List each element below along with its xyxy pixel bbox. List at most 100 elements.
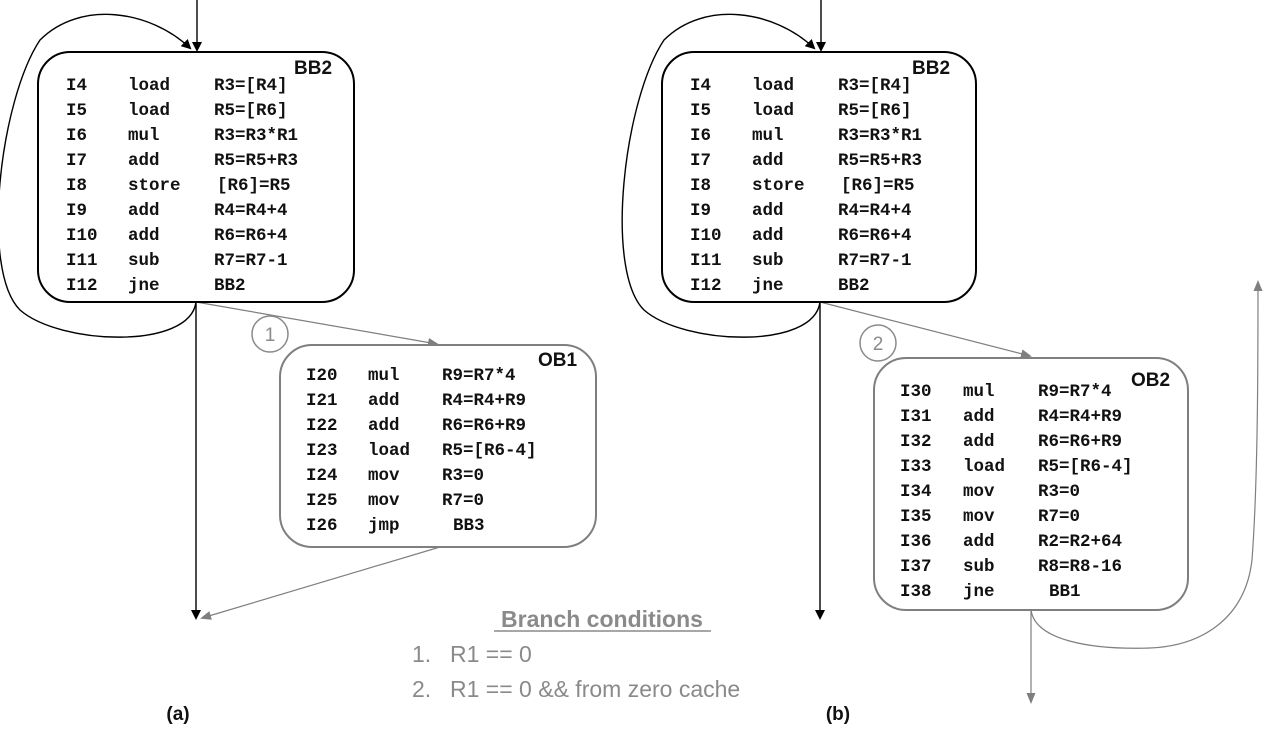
diagram-b: 2 BB2 I4 load R3=[R4] I5 load R5=[R6] I6… bbox=[621, 0, 1263, 725]
instr-arg: BB2 bbox=[838, 276, 870, 296]
instr-id: I5 bbox=[66, 101, 87, 121]
instr-arg: R7=0 bbox=[1038, 507, 1080, 527]
instr-op: mul bbox=[963, 382, 995, 402]
instr-op: add bbox=[128, 151, 160, 171]
instr-arg: R8=R8-16 bbox=[1038, 557, 1122, 577]
bb2-title-a: BB2 bbox=[294, 58, 332, 79]
ob2-branch-edge bbox=[1030, 280, 1263, 649]
instr-id: I9 bbox=[690, 201, 711, 221]
caption-b: (b) bbox=[826, 704, 850, 725]
instr-op: mul bbox=[368, 366, 400, 386]
instr-op: add bbox=[752, 226, 784, 246]
instr-arg: R3=[R4] bbox=[838, 76, 912, 96]
instr-op: mul bbox=[752, 126, 784, 146]
instr-op: load bbox=[752, 101, 794, 121]
instr-arg: R5=[R6] bbox=[838, 101, 912, 121]
instr-id: I8 bbox=[66, 176, 87, 196]
instr-arg: R5=R5+R3 bbox=[838, 151, 922, 171]
instr-op: load bbox=[128, 76, 170, 96]
instr-op: add bbox=[963, 432, 995, 452]
ob1-exit-edge bbox=[200, 546, 441, 620]
instr-op: jmp bbox=[368, 516, 400, 536]
instr-arg: R6=R6+R9 bbox=[1038, 432, 1122, 452]
condition-text-2: R1 == 0 && from zero cache bbox=[450, 676, 740, 702]
instr-op: mul bbox=[128, 126, 160, 146]
condition-number-1: 1. bbox=[412, 641, 431, 667]
instr-op: add bbox=[368, 391, 400, 411]
instr-id: I4 bbox=[66, 76, 87, 96]
instr-id: I11 bbox=[690, 251, 722, 271]
diagram-a: 1 BB2 I4 load R3=[R4] I5 load R5=[R6] I6… bbox=[0, 0, 597, 725]
instr-arg: R3=R3*R1 bbox=[214, 126, 298, 146]
instr-arg: R3=R3*R1 bbox=[838, 126, 922, 146]
instr-op: load bbox=[963, 457, 1005, 477]
instr-op: add bbox=[128, 226, 160, 246]
instr-op: store bbox=[752, 176, 805, 196]
instr-id: I34 bbox=[900, 482, 932, 502]
instr-arg: BB1 bbox=[1049, 582, 1081, 602]
bb2-loop-edge bbox=[0, 13, 197, 338]
instr-arg: R3=0 bbox=[442, 466, 484, 486]
instr-arg: R7=R7-1 bbox=[838, 251, 912, 271]
instr-id: I6 bbox=[66, 126, 87, 146]
branch-label-circle-2 bbox=[859, 324, 897, 362]
instr-id: I5 bbox=[690, 101, 711, 121]
instr-id: I4 bbox=[690, 76, 711, 96]
instr-id: I33 bbox=[900, 457, 932, 477]
condition-text-1: R1 == 0 bbox=[450, 641, 532, 667]
bb2-to-ob2-edge bbox=[819, 301, 1032, 359]
bb2-block-a bbox=[37, 51, 355, 303]
instr-op: add bbox=[752, 201, 784, 221]
instr-id: I36 bbox=[900, 532, 932, 552]
bb2-title-b: BB2 bbox=[912, 58, 950, 79]
instr-arg: R5=[R6-4] bbox=[1038, 457, 1133, 477]
ob2-rows: I30 mul R9=R7*4 I31 add R4=R4+R9 I32 add… bbox=[900, 382, 1133, 602]
branch-label-circle-1 bbox=[251, 315, 289, 353]
ob1-block bbox=[279, 344, 597, 548]
instr-op: add bbox=[752, 151, 784, 171]
instr-id: I25 bbox=[306, 491, 338, 511]
instr-op: jne bbox=[963, 582, 995, 602]
instr-arg: BB2 bbox=[214, 276, 246, 296]
instr-id: I22 bbox=[306, 416, 338, 436]
caption-a: (a) bbox=[166, 704, 189, 725]
instr-id: I8 bbox=[690, 176, 711, 196]
instr-arg: R6=R6+4 bbox=[838, 226, 912, 246]
instr-op: sub bbox=[128, 251, 160, 271]
instr-arg: R5=[R6-4] bbox=[442, 441, 537, 461]
instr-op: store bbox=[128, 176, 181, 196]
ob1-rows: I20 mul R9=R7*4 I21 add R4=R4+R9 I22 add… bbox=[306, 366, 537, 536]
instr-op: mov bbox=[963, 482, 995, 502]
instr-arg: R7=R7-1 bbox=[214, 251, 288, 271]
bb2-block-b bbox=[661, 51, 977, 303]
instr-id: I32 bbox=[900, 432, 932, 452]
branch-conditions-legend: Branch conditions 1. R1 == 0 2. R1 == 0 … bbox=[412, 606, 740, 702]
instr-id: I12 bbox=[690, 276, 722, 296]
instr-id: I7 bbox=[690, 151, 711, 171]
instr-op: add bbox=[368, 416, 400, 436]
instr-id: I24 bbox=[306, 466, 338, 486]
instr-id: I26 bbox=[306, 516, 338, 536]
instr-id: I10 bbox=[690, 226, 722, 246]
instr-id: I11 bbox=[66, 251, 98, 271]
instr-arg: BB3 bbox=[453, 516, 485, 536]
instr-id: I23 bbox=[306, 441, 338, 461]
bb2-rows-a: I4 load R3=[R4] I5 load R5=[R6] I6 mul R… bbox=[66, 76, 298, 296]
instr-id: I38 bbox=[900, 582, 932, 602]
instr-id: I21 bbox=[306, 391, 338, 411]
instr-op: mov bbox=[963, 507, 995, 527]
instr-arg: [R6]=R5 bbox=[841, 176, 915, 196]
instr-id: I31 bbox=[900, 407, 932, 427]
branch-conditions-title: Branch conditions bbox=[501, 606, 703, 632]
instr-op: add bbox=[128, 201, 160, 221]
ob2-title: OB2 bbox=[1131, 370, 1170, 391]
ob1-title: OB1 bbox=[538, 350, 578, 371]
instr-arg: R7=0 bbox=[442, 491, 484, 511]
branch-label-1: 1 bbox=[265, 325, 276, 346]
instr-arg: R9=R7*4 bbox=[1038, 382, 1112, 402]
instr-arg: R2=R2+64 bbox=[1038, 532, 1122, 552]
instr-id: I6 bbox=[690, 126, 711, 146]
instr-op: sub bbox=[752, 251, 784, 271]
instr-arg: R4=R4+4 bbox=[838, 201, 912, 221]
